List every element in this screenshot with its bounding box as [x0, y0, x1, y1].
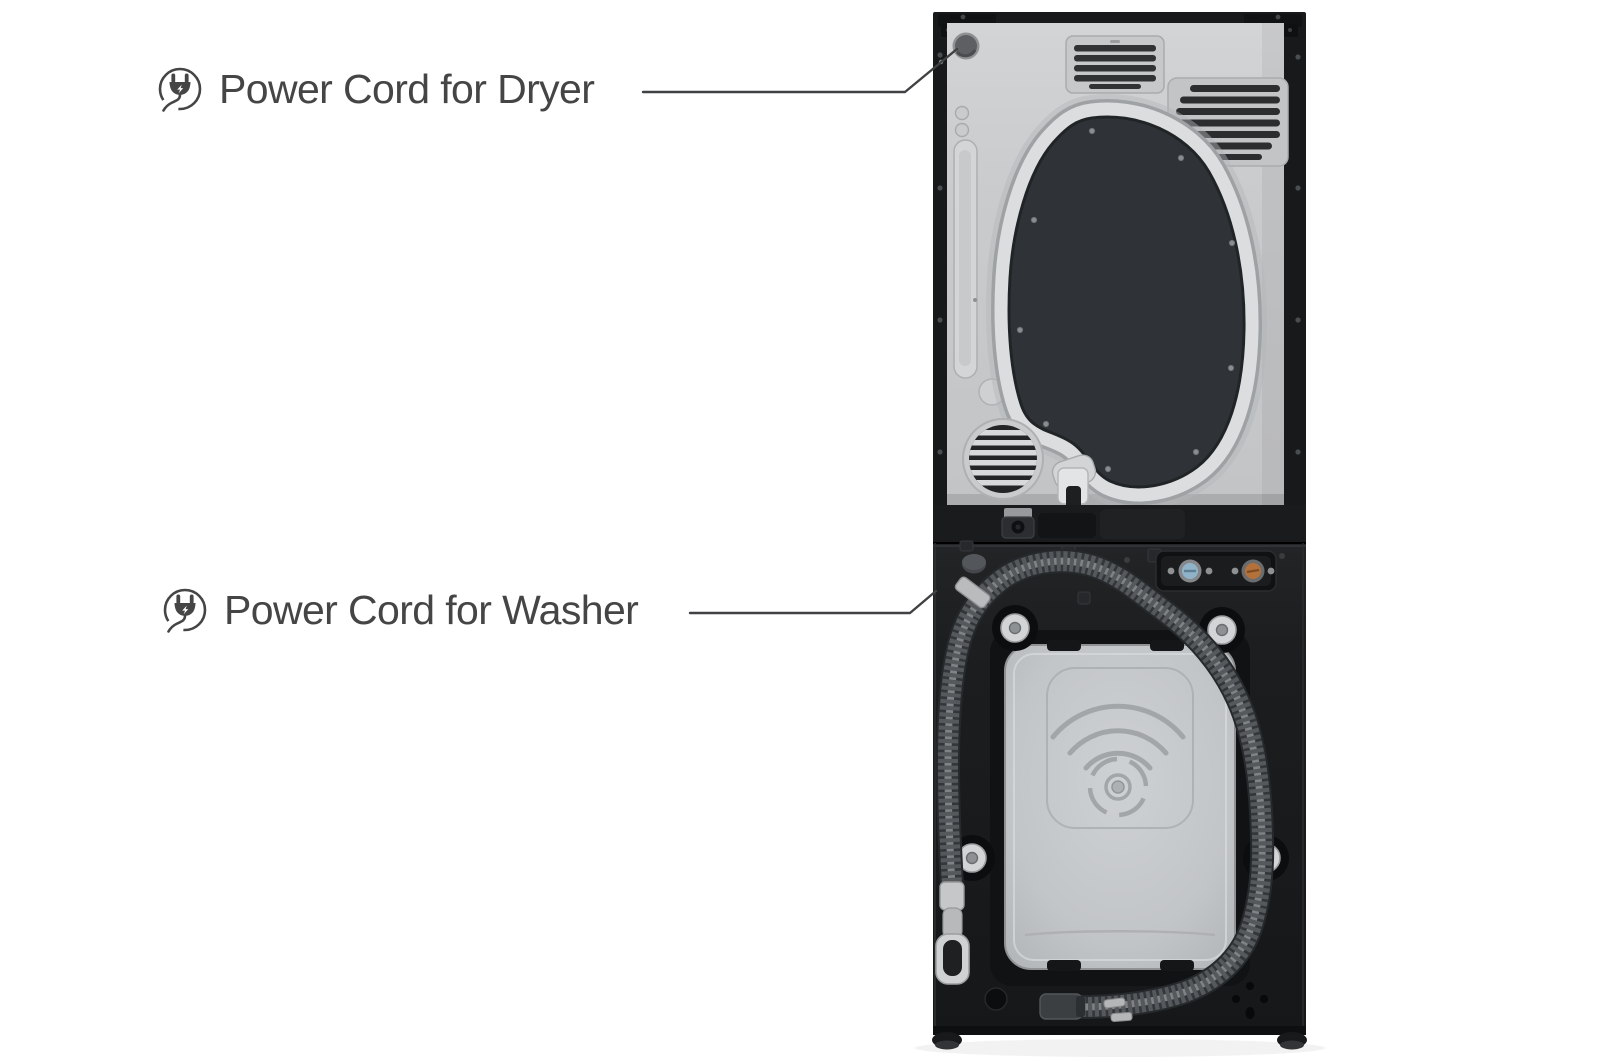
- callout-washer-label: Power Cord for Washer: [224, 587, 639, 633]
- dryer-round-vent: [962, 418, 1044, 500]
- washer-power-cord-port: [962, 554, 986, 574]
- dryer-power-cord-port: [952, 32, 980, 60]
- panel-plateau: [1046, 667, 1194, 829]
- bottom-hole: [984, 987, 1008, 1011]
- dryer-top-trim: [933, 12, 1306, 24]
- inlet-screws: [1167, 567, 1275, 575]
- panel-emboss-arcs: [1050, 703, 1186, 771]
- dryer-top-vent: [1065, 35, 1165, 94]
- floor-shadow: [915, 1039, 1325, 1057]
- washer-feet: [932, 1032, 1307, 1050]
- leader-line-washer: [688, 589, 938, 615]
- cold-water-inlet: [1178, 559, 1202, 583]
- power-plug-icon: [158, 67, 202, 112]
- washer-kick-shadow: [933, 1026, 1306, 1035]
- plug-prong: [184, 73, 189, 83]
- dryer-handle-channel: [953, 105, 1006, 406]
- lightning-bolt: [182, 605, 189, 615]
- lightning-bolt: [177, 84, 184, 94]
- washer-back-panel: [1004, 640, 1236, 971]
- plug-cord: [167, 614, 187, 633]
- power-plug-icon: [163, 588, 207, 633]
- seal-rim-screws: [1016, 127, 1236, 473]
- panel-bullseye: [1087, 756, 1149, 818]
- hose-clamp: [954, 576, 991, 609]
- plug-icon-ring: [163, 588, 207, 632]
- panel-clip: [1150, 640, 1184, 651]
- plug-cord: [162, 93, 182, 112]
- leader-line-dryer: [641, 47, 959, 94]
- callout-dryer-label: Power Cord for Dryer: [219, 66, 595, 112]
- water-inlet-valves: [1155, 550, 1277, 592]
- callout-dryer: Power Cord for Dryer: [157, 66, 595, 112]
- trim-screws: [937, 52, 1301, 455]
- callout-washer: Power Cord for Washer: [162, 587, 639, 633]
- hot-water-inlet: [1241, 559, 1265, 583]
- dryer-rear: [933, 12, 1306, 518]
- panel-crease: [1024, 930, 1216, 937]
- plug-prong: [176, 594, 181, 604]
- unit-junction: [933, 505, 1306, 545]
- bottom-right-holes: [1232, 982, 1268, 1019]
- plug-prong: [171, 73, 176, 83]
- panel-clip: [1047, 640, 1081, 651]
- hose-end-fitting: [1039, 993, 1133, 1022]
- panel-clip: [1047, 960, 1081, 971]
- panel-clip: [1160, 960, 1194, 971]
- dryer-power-inlet: [1001, 508, 1096, 539]
- drain-hose: [935, 549, 1275, 1019]
- drain-hose-holder: [935, 881, 970, 985]
- plug-prong: [189, 594, 194, 604]
- plug-icon-ring: [158, 67, 202, 111]
- washer-rear: [932, 540, 1307, 1050]
- dryer-drum-seal: [986, 94, 1268, 510]
- junction-panel: [1100, 509, 1185, 539]
